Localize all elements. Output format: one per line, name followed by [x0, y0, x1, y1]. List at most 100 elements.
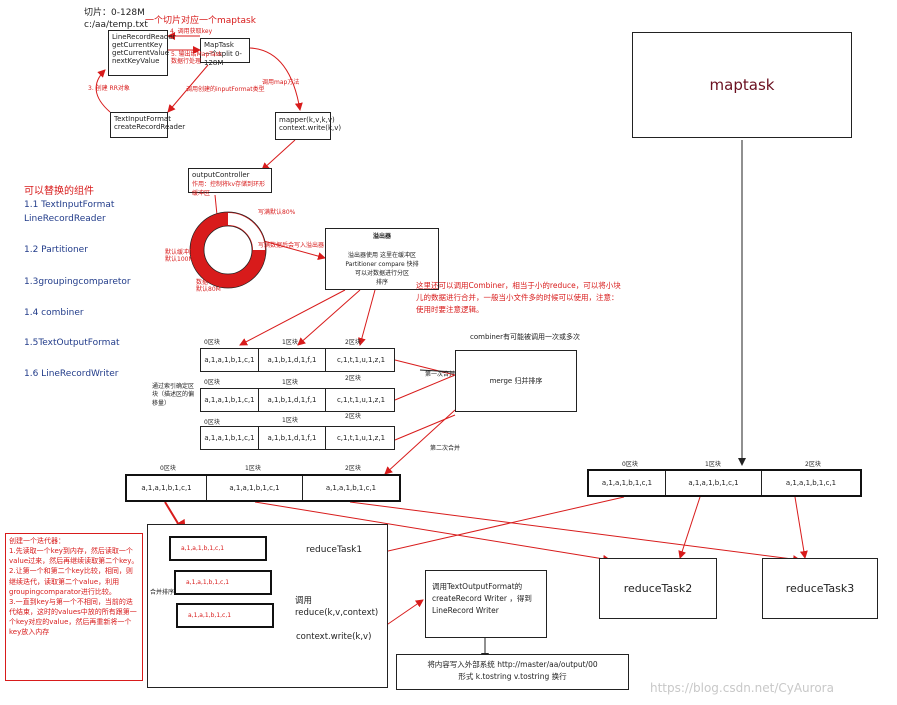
arrow-row1-merge	[394, 359, 456, 376]
spill-line-2: 可以对数据进行分区	[354, 270, 409, 277]
outR-cell-2: a,1,a,1,b,1,c,1	[785, 479, 837, 487]
arrow-maptask-to-tif	[167, 64, 209, 113]
iterator-note-box: 创建一个迭代器： 1.先读取一个key到内存，然后读取一个value过来，然后再…	[5, 533, 143, 681]
row3-header-2: 2区块	[345, 413, 361, 420]
iterator-line-2: 2.让第一个和第二个key比较，相同，则继续迭代，读取第二个value，利用gr…	[9, 567, 133, 596]
external-output-box: 将内容写入外部系统 http://master/aa/output/00 形式 …	[396, 654, 629, 690]
spill-line-1: Partitioner compare 快排	[345, 261, 419, 268]
row2-header-0: 0区块	[204, 379, 220, 386]
label-call-inputformat: 调用创建的inputFormat类型	[186, 86, 265, 93]
partition-row-3: a,1,a,1,b,1,c,1 a,1,b,1,d,1,f,1 c,1,t,1,…	[200, 426, 395, 450]
lrr-line-1: getCurrentKey	[112, 41, 163, 49]
spill-title: 溢出器	[372, 233, 391, 240]
component-item-3: 1.3groupingcomparetor	[24, 277, 131, 287]
reduce-task-3: reduceTask3	[762, 558, 878, 619]
merge-sort-label: 合并排序	[150, 589, 175, 596]
row1-cell-0: a,1,a,1,b,1,c,1	[201, 349, 259, 371]
arrow-row2-merge	[394, 374, 456, 401]
reduce-call-0: 调用	[295, 596, 313, 606]
label-output-maptask: 5. 输出给MapTask	[171, 51, 223, 58]
index-note: 通过索引确定区块（描述区的偏移量）	[152, 383, 195, 407]
row2-header-1: 1区块	[282, 379, 298, 386]
spill-box: 溢出器 溢出器使用 这里在缓冲区 Partitioner compare 快排 …	[325, 228, 439, 290]
row1-cell-2: c,1,t,1,u,1,z,1	[336, 356, 386, 364]
map-output-right: a,1,a,1,b,1,c,1 a,1,a,1,b,1,c,1 a,1,a,1,…	[587, 469, 862, 497]
combiner-label: combiner有可能被调用一次或多次	[470, 333, 580, 341]
outL-header-2: 2区块	[345, 465, 361, 472]
arrow-out2-rt3	[349, 501, 801, 564]
arrow-out1-rt2	[254, 501, 611, 563]
reduce-task-2: reduceTask2	[599, 558, 717, 619]
reduce-group-0: a,1,a,1,b,1,c,1	[169, 536, 267, 561]
reduce-group-2: a,1,a,1,b,1,c,1	[176, 603, 274, 628]
arrow-outR1-rt2	[678, 496, 701, 559]
row3-header-0: 0区块	[204, 419, 220, 426]
partition-row-1: a,1,a,1,b,1,c,1 a,1,b,1,d,1,f,1 c,1,t,1,…	[200, 348, 395, 372]
component-item-1: LineRecordReader	[24, 214, 106, 224]
tif-line-1: createRecordReader	[114, 123, 186, 131]
row2-header-2: 2区块	[345, 375, 361, 382]
merge-box: merge 归并排序	[455, 350, 577, 412]
ring-label-top: 写满默认80%	[258, 209, 296, 216]
ring-label-left: 默认缓冲区 默认100M	[165, 249, 196, 263]
row1-cell-1: a,1,b,1,d,1,f,1	[259, 349, 326, 371]
maptask-big-box: maptask	[632, 32, 852, 138]
split-path-label: c:/aa/temp.txt	[84, 20, 148, 30]
mapper-line-1: context.write(k,v)	[279, 124, 342, 132]
output-controller-box: outputController 作用：控制将kv存储到环形缓冲区	[188, 168, 272, 197]
maptask-small-box: MapTask 一个split 0-128M	[200, 38, 250, 67]
partition-row-2: a,1,a,1,b,1,c,1 a,1,b,1,d,1,f,1 c,1,t,1,…	[200, 388, 395, 412]
arrow-ring-to-spill	[259, 239, 326, 260]
lrr-line-0: LineRecordReader	[112, 33, 176, 41]
maptask-big-label: maptask	[709, 76, 775, 94]
component-item-6: 1.6 LineRecordWriter	[24, 369, 119, 379]
map-output-left: a,1,a,1,b,1,c,1 a,1,a,1,b,1,c,1 a,1,a,1,…	[125, 474, 401, 502]
tif-line-0: TextInputFormat	[114, 115, 171, 123]
output-line-0: 将内容写入外部系统 http://master/aa/output/00	[427, 660, 598, 669]
ring-label-bottom: 数据 默认80M	[196, 279, 221, 293]
output-line-1: 形式 k.tostring v.tostring 换行	[458, 672, 567, 681]
outR-header-2: 2区块	[805, 461, 821, 468]
row1-header-2: 2区块	[345, 339, 361, 346]
reduce-task-2-label: reduceTask2	[623, 582, 693, 595]
arrow-mapper-to-oc	[261, 139, 296, 171]
row3-cell-1: a,1,b,1,d,1,f,1	[259, 427, 326, 449]
reduce-task-1-title: reduceTask1	[306, 545, 363, 555]
tof-line-1: createRecord Writer ，得到	[432, 594, 532, 603]
mapper-line-0: mapper(k,v,k,v)	[279, 116, 335, 124]
arrow-maptask-to-mapper	[249, 47, 303, 111]
row3-cell-0: a,1,a,1,b,1,c,1	[201, 427, 259, 449]
component-item-2: 1.2 Partitioner	[24, 245, 88, 255]
label-get-key: 4. 调用获取key	[170, 28, 213, 35]
arrow-spill-row-2	[357, 289, 376, 346]
reduce-group-1-text: a,1,a,1,b,1,c,1	[186, 579, 230, 586]
label-line-process: 数据行处理	[171, 58, 202, 65]
iterator-line-0: 创建一个迭代器：	[9, 537, 65, 545]
outL-cell-0: a,1,a,1,b,1,c,1	[127, 476, 207, 500]
component-item-4: 1.4 combiner	[24, 308, 84, 318]
components-title: 可以替换的组件	[24, 186, 94, 197]
split-size-label: 切片：0-128M	[84, 8, 145, 18]
watermark: https://blog.csdn.net/CyAurora	[650, 681, 834, 695]
first-merge-label: 第一次合并	[425, 371, 456, 378]
spill-line-3: 排序	[375, 279, 388, 286]
outL-cell-2: a,1,a,1,b,1,c,1	[325, 484, 377, 492]
oc-title: outputController	[192, 171, 250, 179]
combiner-note: 这里还可以调用Combiner，相当于小的reduce，可以将小块儿的数据进行合…	[416, 281, 621, 314]
second-merge-label: 第二次合并	[430, 445, 461, 452]
row2-cell-0: a,1,a,1,b,1,c,1	[201, 389, 259, 411]
outR-header-0: 0区块	[622, 461, 638, 468]
arrow-spill-row-0	[239, 289, 346, 346]
row1-header-0: 0区块	[204, 339, 220, 346]
arrow-tif-to-lrr	[95, 69, 111, 113]
outR-cell-1: a,1,a,1,b,1,c,1	[666, 471, 762, 495]
oc-note: 作用：控制将kv存储到环形缓冲区	[192, 181, 266, 197]
reduce-group-1: a,1,a,1,b,1,c,1	[174, 570, 272, 595]
row2-cell-1: a,1,b,1,d,1,f,1	[259, 389, 326, 411]
row1-header-1: 1区块	[282, 339, 298, 346]
row3-header-1: 1区块	[282, 417, 298, 424]
merge-label-line-1	[419, 369, 456, 373]
reduce-context-write: context.write(k,v)	[296, 632, 372, 642]
outR-header-1: 1区块	[705, 461, 721, 468]
